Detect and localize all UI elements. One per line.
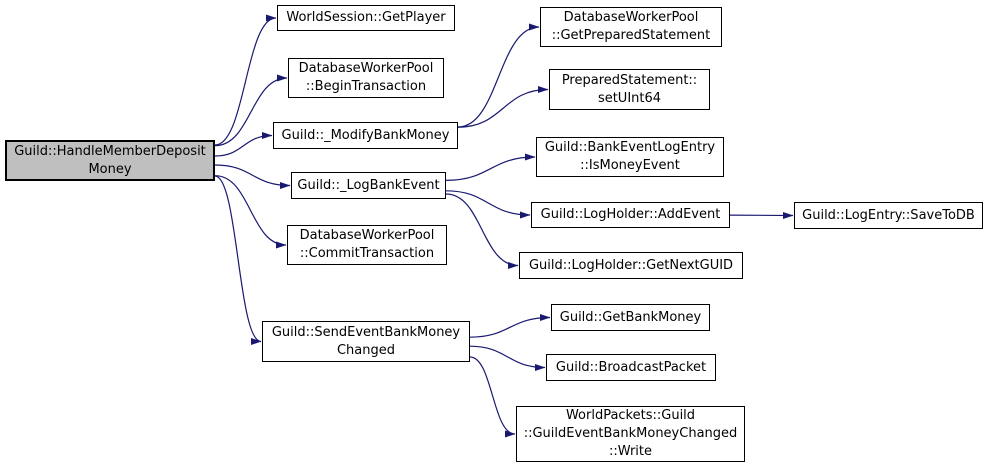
edge-log-bank-event-to-is-money-event — [445, 153, 536, 181]
graph-node-get-prepared-statement[interactable]: DatabaseWorkerPool ::GetPreparedStatemen… — [540, 7, 722, 47]
graph-node-guild-event-bank-money-changed-write[interactable]: WorldPackets::Guild ::GuildEventBankMone… — [516, 406, 745, 462]
graph-node-set-uint64[interactable]: PreparedStatement:: setUInt64 — [549, 69, 710, 110]
edge-handle-member-deposit-money-to-log-bank-event — [214, 164, 291, 189]
edge-send-event-bank-money-changed-to-get-bank-money — [469, 314, 551, 338]
edge-send-event-bank-money-changed-to-guild-event-bank-money-changed-write — [469, 356, 516, 438]
graph-node-commit-transaction[interactable]: DatabaseWorkerPool ::CommitTransaction — [287, 225, 447, 265]
graph-node-get-next-guid[interactable]: Guild::LogHolder::GetNextGUID — [519, 252, 743, 279]
graph-node-modify-bank-money[interactable]: Guild::_ModifyBankMoney — [273, 122, 458, 149]
edge-log-bank-event-to-get-next-guid — [445, 193, 519, 269]
graph-node-log-bank-event[interactable]: Guild::_LogBankEvent — [291, 172, 446, 199]
graph-node-begin-transaction[interactable]: DatabaseWorkerPool ::BeginTransaction — [288, 58, 444, 98]
edge-handle-member-deposit-money-to-modify-bank-money — [214, 132, 273, 157]
edge-handle-member-deposit-money-to-commit-transaction — [214, 175, 287, 249]
graph-node-broadcast-packet[interactable]: Guild::BroadcastPacket — [546, 354, 716, 381]
edge-send-event-bank-money-changed-to-broadcast-packet — [469, 345, 546, 371]
edge-log-bank-event-to-add-event — [445, 190, 531, 219]
graph-node-send-event-bank-money-changed[interactable]: Guild::SendEventBankMoney Changed — [262, 321, 470, 362]
edge-handle-member-deposit-money-to-begin-transaction — [214, 74, 288, 147]
edge-handle-member-deposit-money-to-worldsession-getplayer — [214, 14, 277, 146]
edge-modify-bank-money-to-get-prepared-statement — [457, 23, 540, 128]
graph-node-is-money-event[interactable]: Guild::BankEventLogEntry ::IsMoneyEvent — [536, 137, 724, 177]
graph-node-worldsession-getplayer[interactable]: WorldSession::GetPlayer — [277, 5, 455, 31]
graph-node-handle-member-deposit-money: Guild::HandleMemberDeposit Money — [5, 140, 215, 181]
edge-handle-member-deposit-money-to-send-event-bank-money-changed — [214, 175, 262, 345]
graph-node-get-bank-money[interactable]: Guild::GetBankMoney — [551, 304, 710, 331]
graph-node-add-event[interactable]: Guild::LogHolder::AddEvent — [531, 202, 730, 228]
graph-node-save-to-db[interactable]: Guild::LogEntry::SaveToDB — [794, 202, 983, 229]
edge-modify-bank-money-to-set-uint64 — [457, 86, 549, 128]
